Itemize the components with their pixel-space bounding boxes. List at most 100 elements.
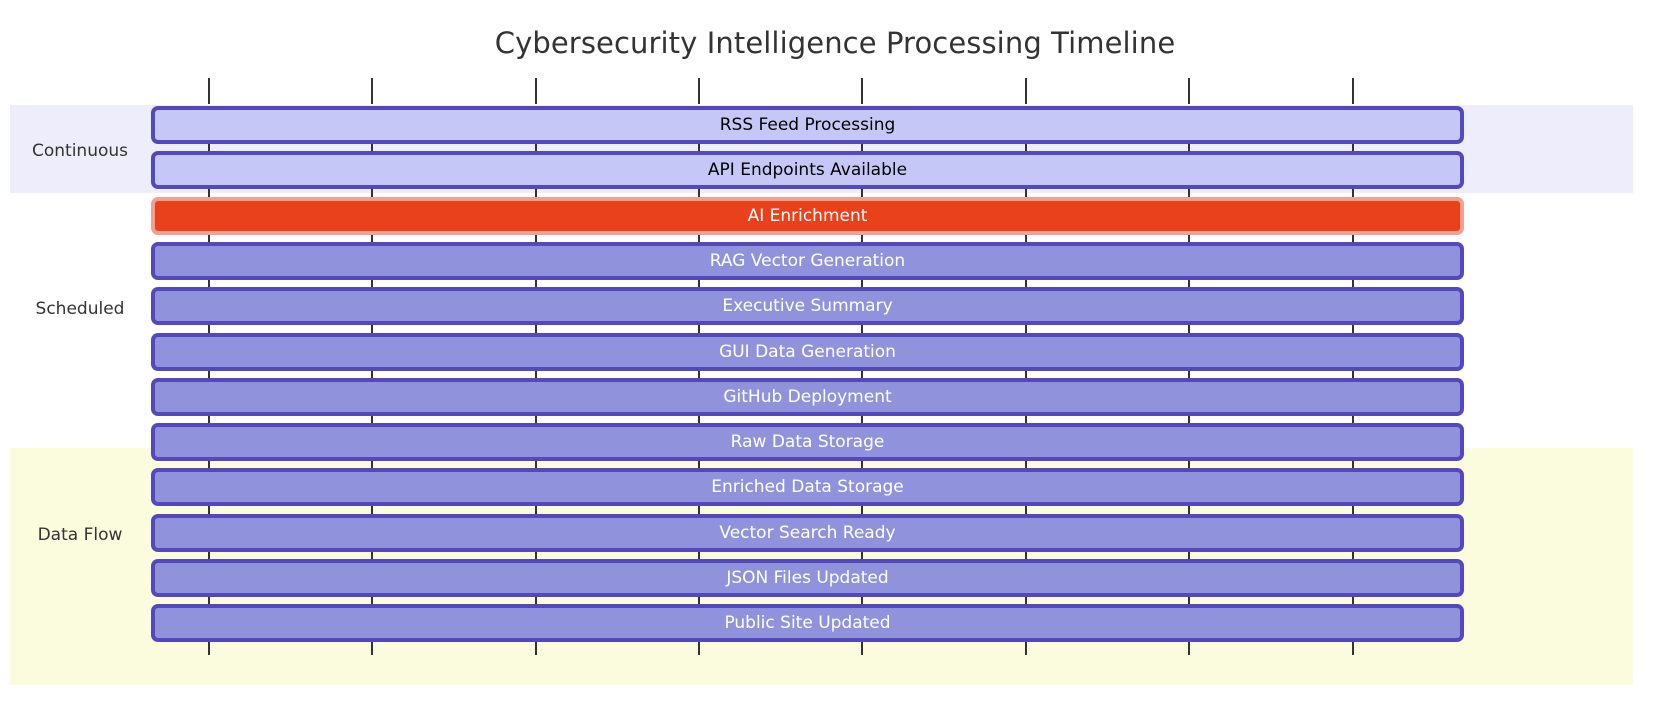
- axis-tick: [535, 143, 537, 153]
- axis-tick: [208, 143, 210, 153]
- axis-tick: [371, 278, 373, 289]
- task-bar-label: Vector Search Ready: [719, 522, 896, 543]
- axis-tick: [371, 188, 373, 198]
- axis-tick: [371, 78, 373, 104]
- task-bar-label: Raw Data Storage: [730, 432, 885, 453]
- axis-tick: [1352, 188, 1354, 198]
- axis-tick: [1188, 414, 1190, 425]
- axis-tick: [1352, 278, 1354, 289]
- axis-tick: [535, 596, 537, 606]
- task-bar-label: AI Enrichment: [747, 205, 868, 226]
- axis-tick: [208, 324, 210, 334]
- axis-tick: [1352, 143, 1354, 153]
- axis-tick: [1025, 596, 1027, 606]
- axis-tick: [1352, 233, 1354, 243]
- section-label-scheduled: Scheduled: [35, 299, 125, 319]
- axis-tick: [1188, 143, 1190, 153]
- axis-tick: [861, 414, 863, 425]
- axis-tick: [208, 460, 210, 470]
- axis-tick: [535, 78, 537, 104]
- axis-tick: [1025, 643, 1027, 656]
- axis-tick: [371, 505, 373, 515]
- axis-tick: [371, 596, 373, 606]
- axis-tick: [1352, 596, 1354, 606]
- axis-tick: [535, 324, 537, 334]
- axis-tick: [698, 369, 700, 379]
- axis-tick: [1352, 78, 1354, 104]
- axis-tick: [371, 643, 373, 656]
- axis-tick: [1352, 414, 1354, 425]
- axis-tick: [861, 505, 863, 515]
- axis-tick: [861, 324, 863, 334]
- task-bar[interactable]: RAG Vector Generation: [151, 241, 1464, 280]
- axis-tick: [1025, 505, 1027, 515]
- axis-tick: [1025, 78, 1027, 104]
- axis-tick: [1188, 643, 1190, 656]
- axis-tick: [1025, 233, 1027, 243]
- axis-tick: [861, 78, 863, 104]
- task-bar[interactable]: GUI Data Generation: [151, 332, 1464, 371]
- task-bar-label: Executive Summary: [722, 296, 893, 317]
- axis-tick: [861, 143, 863, 153]
- axis-tick: [698, 550, 700, 560]
- axis-tick: [1188, 78, 1190, 104]
- axis-tick: [1188, 188, 1190, 198]
- axis-tick: [535, 233, 537, 243]
- axis-tick: [208, 233, 210, 243]
- axis-tick: [1352, 550, 1354, 560]
- task-bar[interactable]: Public Site Updated: [151, 604, 1464, 643]
- axis-tick: [698, 596, 700, 606]
- axis-tick: [208, 78, 210, 104]
- task-bar-label: Enriched Data Storage: [711, 477, 904, 498]
- task-bar[interactable]: JSON Files Updated: [151, 559, 1464, 597]
- axis-tick: [861, 550, 863, 560]
- axis-tick: [698, 278, 700, 289]
- axis-tick: [861, 233, 863, 243]
- chart-title: Cybersecurity Intelligence Processing Ti…: [494, 26, 1176, 60]
- axis-tick: [371, 233, 373, 243]
- axis-tick: [371, 414, 373, 425]
- section-label-continuous: Continuous: [31, 141, 128, 161]
- task-bar[interactable]: Raw Data Storage: [151, 423, 1464, 462]
- axis-tick: [1025, 369, 1027, 379]
- axis-tick: [371, 143, 373, 153]
- axis-tick: [1025, 143, 1027, 153]
- axis-tick: [1352, 324, 1354, 334]
- task-bar[interactable]: RSS Feed Processing: [151, 106, 1464, 144]
- axis-tick: [535, 369, 537, 379]
- axis-tick: [371, 324, 373, 334]
- axis-tick: [208, 278, 210, 289]
- axis-tick: [861, 596, 863, 606]
- section-label-dataflow: Data Flow: [37, 525, 123, 545]
- axis-tick: [1025, 550, 1027, 560]
- axis-tick: [1352, 369, 1354, 379]
- task-bar[interactable]: GitHub Deployment: [151, 377, 1464, 416]
- axis-tick: [535, 505, 537, 515]
- axis-tick: [1188, 596, 1190, 606]
- task-bar-label: RSS Feed Processing: [719, 115, 896, 135]
- task-bar-label: Public Site Updated: [724, 613, 891, 634]
- axis-tick: [208, 550, 210, 560]
- axis-tick: [698, 78, 700, 104]
- task-bar[interactable]: API Endpoints Available: [151, 151, 1464, 190]
- axis-tick: [861, 369, 863, 379]
- axis-tick: [861, 188, 863, 198]
- axis-tick: [208, 505, 210, 515]
- axis-tick: [698, 143, 700, 153]
- task-bar-label: API Endpoints Available: [707, 160, 908, 181]
- axis-tick: [1188, 550, 1190, 560]
- axis-tick: [1352, 643, 1354, 656]
- axis-tick: [861, 278, 863, 289]
- task-bar[interactable]: Executive Summary: [151, 287, 1464, 326]
- axis-tick: [371, 550, 373, 560]
- task-bar[interactable]: AI Enrichment: [151, 196, 1464, 235]
- task-bar[interactable]: Vector Search Ready: [151, 513, 1464, 552]
- task-bar[interactable]: Enriched Data Storage: [151, 468, 1464, 507]
- axis-tick: [1188, 460, 1190, 470]
- axis-tick: [1025, 324, 1027, 334]
- axis-tick: [208, 596, 210, 606]
- axis-tick: [1025, 188, 1027, 198]
- axis-tick: [698, 188, 700, 198]
- axis-tick: [535, 188, 537, 198]
